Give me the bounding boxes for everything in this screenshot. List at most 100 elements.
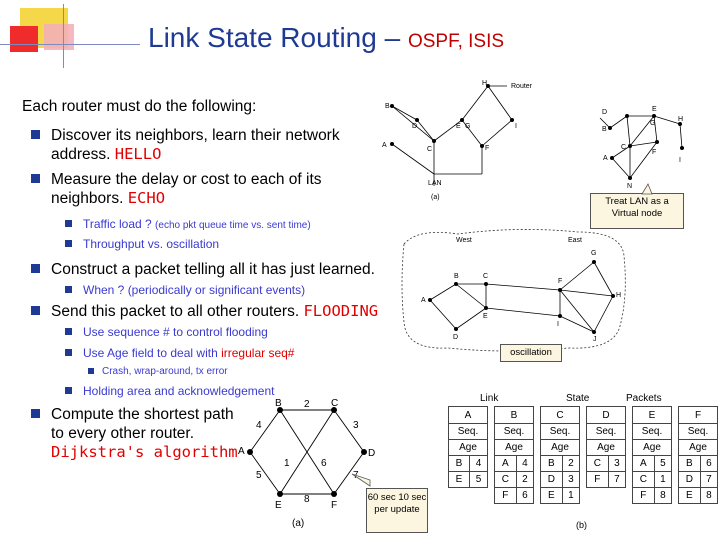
packet-cell: F — [494, 487, 517, 504]
packet-cell: C — [586, 455, 609, 472]
node-label: I — [679, 157, 681, 164]
packet-cell: Seq. — [586, 423, 626, 440]
packet-cell: 1 — [561, 487, 581, 504]
svg-text:D: D — [368, 448, 375, 459]
bullet-compute: Compute the shortest path to every other… — [31, 405, 238, 462]
svg-text:B: B — [275, 398, 282, 409]
node-label: D — [412, 123, 417, 130]
packet-cell: E — [632, 406, 672, 424]
svg-text:C: C — [331, 398, 338, 409]
packet-cell: 6 — [699, 455, 719, 472]
svg-text:3: 3 — [353, 420, 359, 431]
packet-cell: 1 — [653, 471, 673, 488]
title-sub: OSPF, ISIS — [407, 31, 505, 52]
packet-cell: 4 — [515, 455, 535, 472]
west-east-diagram: West East G B C F H A E I D J — [401, 229, 626, 352]
lan-label: LAN — [428, 180, 442, 187]
node-label: E — [456, 123, 461, 130]
svg-text:B: B — [454, 273, 459, 280]
svg-text:E: E — [275, 500, 282, 511]
packet-cell: A — [494, 455, 517, 472]
node-label: I — [515, 123, 517, 130]
caption-b: (b) — [576, 520, 587, 530]
packet-cell: F — [632, 487, 655, 504]
node-label: A — [382, 142, 387, 149]
packet-cell: Age — [586, 439, 626, 456]
packet-cell: Seq. — [678, 423, 718, 440]
echo-keyword: ECHO — [127, 189, 166, 207]
packet-cell: D — [678, 471, 701, 488]
packet-cell: C — [632, 471, 655, 488]
bullet-discover: Discover its neighbors, learn their netw… — [31, 126, 340, 164]
node-label: B — [385, 103, 390, 110]
callout-timer: 60 sec 10 sec per update — [366, 488, 428, 533]
packet-cell: Seq. — [540, 423, 580, 440]
packet-cell: E — [678, 487, 701, 504]
sub-when: When ? (periodically or significant even… — [65, 283, 305, 298]
svg-text:F: F — [558, 278, 562, 285]
bullet-marker — [31, 174, 40, 183]
svg-text:F: F — [331, 500, 337, 511]
sub-crash: Crash, wrap-around, tx error — [88, 366, 228, 377]
packet-cell: A — [448, 406, 488, 424]
node-label: F — [485, 145, 489, 152]
svg-text:C: C — [483, 273, 488, 280]
packet-cell: E — [448, 471, 470, 488]
timer-pointer — [351, 473, 371, 487]
sub-sequence: Use sequence # to control flooding — [65, 325, 268, 340]
callout-treat-lan: Treat LAN as a Virtual node — [590, 193, 684, 229]
router-label: Router — [511, 83, 533, 90]
packet-cell: 5 — [469, 471, 488, 488]
callout-pointer — [641, 183, 653, 195]
svg-text:6: 6 — [321, 458, 327, 469]
svg-text:5: 5 — [256, 470, 262, 481]
west-label: West — [456, 237, 472, 244]
svg-text:4: 4 — [256, 420, 262, 431]
dijkstra-keyword: Dijkstra's algorithm — [51, 443, 238, 461]
packet-cell: Seq. — [632, 423, 672, 440]
packet-cell: A — [632, 455, 655, 472]
node-label: G — [650, 120, 655, 127]
packet-cell: C — [540, 406, 580, 424]
packet-cell: 2 — [561, 455, 581, 472]
node-label: E — [652, 106, 657, 113]
packet-cell: F — [678, 406, 718, 424]
svg-text:1: 1 — [284, 458, 290, 469]
decor-square-red — [10, 26, 38, 52]
packets-header-packets: Packets — [626, 393, 662, 404]
svg-text:J: J — [593, 336, 597, 343]
svg-text:2: 2 — [304, 399, 310, 410]
packets-header-link: Link — [480, 393, 499, 404]
packet-cell: F — [586, 471, 609, 488]
node-label: C — [427, 146, 432, 153]
packet-cell: Age — [678, 439, 718, 456]
sub-age-field: Use Age field to deal with irregular seq… — [65, 346, 294, 361]
svg-text:A: A — [238, 446, 245, 457]
page-title: Link State Routing – OSPF, ISIS — [148, 22, 504, 54]
sub-throughput: Throughput vs. oscillation — [65, 237, 219, 252]
intro-text: Each router must do the following: — [22, 98, 257, 115]
packet-cell: C — [494, 471, 517, 488]
bullet-measure: Measure the delay or cost to each of its… — [31, 170, 322, 208]
packet-cell: 4 — [469, 455, 488, 472]
packet-cell: Age — [540, 439, 580, 456]
packet-cell: 8 — [653, 487, 673, 504]
node-label: A — [603, 155, 608, 162]
packet-cell: B — [540, 455, 563, 472]
bullet-construct: Construct a packet telling all it has ju… — [31, 260, 375, 279]
svg-text:8: 8 — [304, 494, 310, 505]
lan-diagram: B D E G I A C F H Router LAN (a) D E G H… — [382, 80, 684, 201]
node-label: F — [652, 149, 656, 156]
node-label: H — [678, 116, 683, 123]
packet-cell: Seq. — [448, 423, 488, 440]
node-label: N — [627, 183, 632, 190]
node-label: H — [482, 80, 487, 87]
svg-text:G: G — [591, 250, 596, 257]
packet-cell: B — [678, 455, 701, 472]
